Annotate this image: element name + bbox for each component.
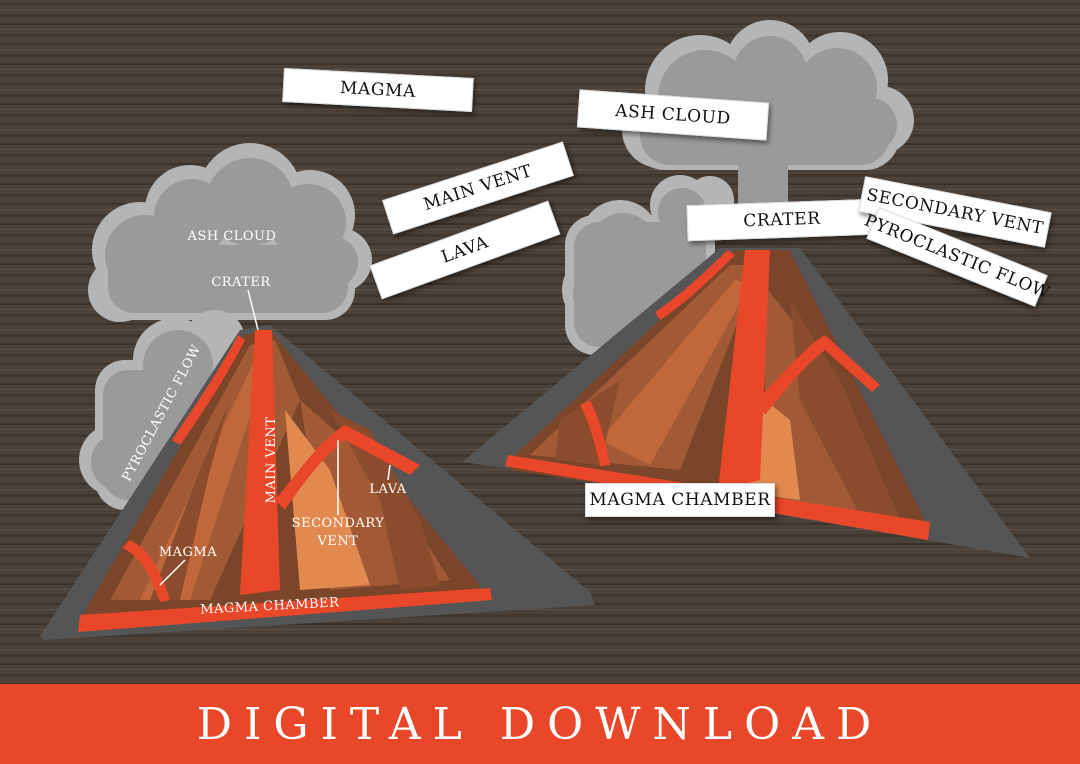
diagram-label-secondary-vent-1: SECONDARY bbox=[292, 516, 385, 531]
right-volcano bbox=[462, 20, 1030, 558]
card-magma-chamber[interactable]: MAGMA CHAMBER bbox=[585, 483, 775, 517]
right-main-vent bbox=[718, 250, 770, 490]
banner-text: DIGITAL DOWNLOAD bbox=[196, 698, 884, 750]
diagram-label-crater: CRATER bbox=[211, 275, 271, 290]
card-crater[interactable]: CRATER bbox=[686, 198, 878, 242]
diagram-label-main-vent: MAIN VENT bbox=[264, 417, 279, 504]
right-lava-flow bbox=[655, 250, 735, 320]
diagram-label-secondary-vent-2: VENT bbox=[317, 534, 359, 549]
left-volcano: ASH CLOUD CRATER PYROCLASTIC FLOW MAIN V… bbox=[40, 143, 595, 640]
left-magma-chamber bbox=[78, 588, 492, 632]
left-main-vent bbox=[240, 330, 280, 595]
diagram-label-ash-cloud: ASH CLOUD bbox=[187, 229, 277, 244]
right-secondary-vent bbox=[755, 335, 880, 415]
left-secondary-vent bbox=[275, 425, 420, 510]
left-lava-flow bbox=[172, 335, 245, 445]
diagram-label-magma: MAGMA bbox=[159, 545, 217, 560]
diagram-label-magma-chamber: MAGMA CHAMBER bbox=[200, 595, 341, 617]
diagram-label-lava: LAVA bbox=[369, 482, 406, 497]
digital-download-banner: DIGITAL DOWNLOAD bbox=[0, 684, 1080, 764]
